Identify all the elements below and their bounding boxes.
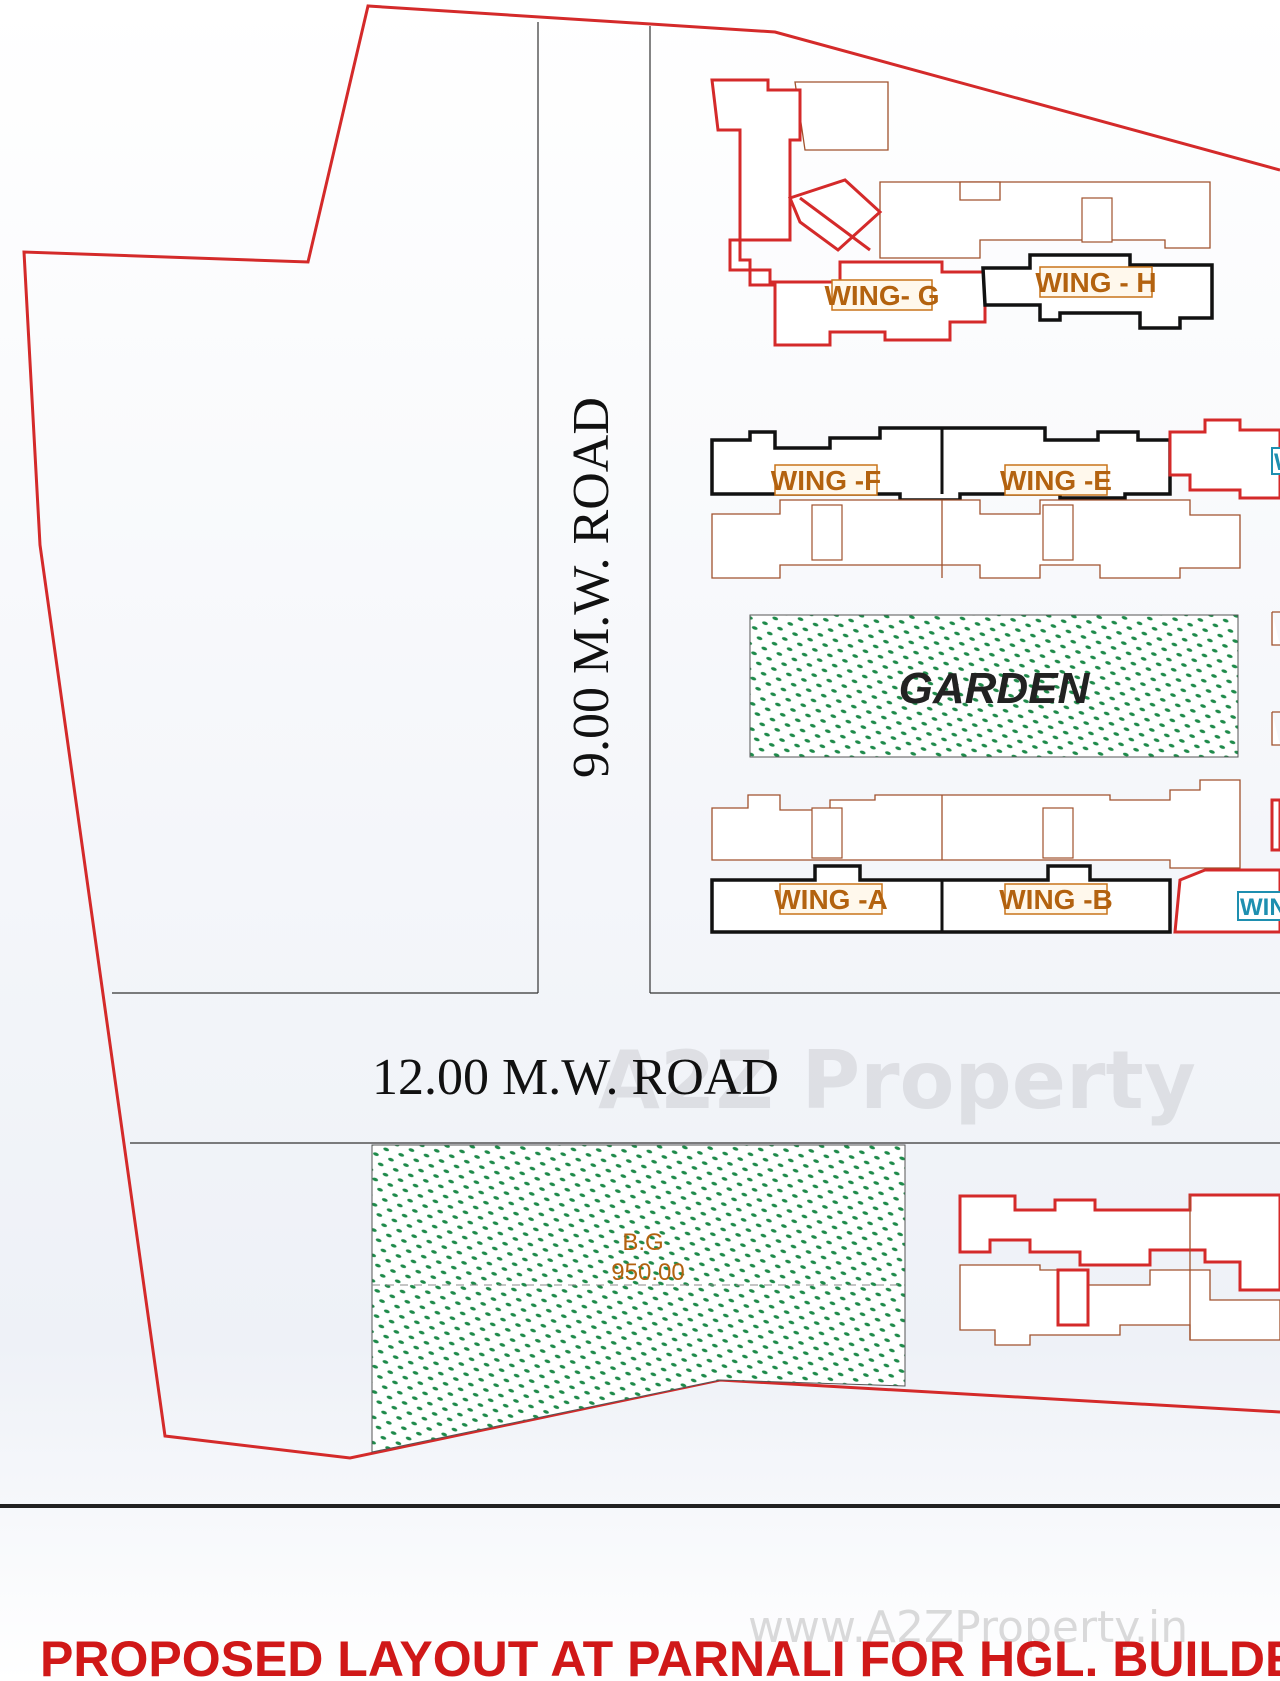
road-edges	[112, 22, 1280, 1144]
road-label-vertical: 9.00 M.W. ROAD	[563, 397, 620, 778]
bg-label: B.G	[622, 1229, 663, 1256]
wing-a-tag	[779, 883, 883, 915]
watermark-logo: A2Z Property	[598, 1034, 1196, 1127]
building-bottom-right	[958, 1193, 1280, 1346]
wing-partial-bottom-tag	[1237, 891, 1280, 921]
site-boundary	[22, 4, 1280, 1460]
bg-green-area	[371, 1144, 906, 1453]
road-label-horizontal: 12.00 M.W. ROAD	[372, 1049, 779, 1106]
staircase-icon	[1081, 197, 1113, 243]
wing-f-tag	[774, 464, 878, 496]
wing-partial-bottom-label: WIN	[1240, 894, 1280, 921]
building-row-ab	[710, 779, 1280, 934]
drawing-title: PROPOSED LAYOUT AT PARNALI FOR HGL. BUIL…	[40, 1631, 1280, 1681]
wing-f-label: WING -F	[771, 465, 881, 496]
bg-area-label: 950.00	[611, 1259, 684, 1286]
staircase-icon	[1042, 504, 1074, 561]
wing-partial-top-tag	[1271, 447, 1280, 475]
staircase-icon	[811, 807, 843, 859]
wing-h-label: WING - H	[1035, 267, 1156, 298]
wing-a-label: WING -A	[774, 884, 888, 915]
staircase-icon-red	[1056, 1268, 1090, 1327]
staircase-icon	[1042, 807, 1074, 859]
wing-g-tag	[831, 279, 933, 311]
garden-label: GARDEN	[899, 664, 1091, 713]
wing-b-label: WING -B	[999, 884, 1113, 915]
staircase-icon-red	[787, 178, 883, 252]
wing-b-tag	[1004, 883, 1108, 915]
staircase-icon	[811, 504, 843, 561]
wing-partial-top-label: W	[1274, 449, 1280, 476]
garden-area	[749, 614, 1239, 758]
watermark-url: www.A2ZProperty.in	[748, 1602, 1188, 1653]
wing-e-tag	[1004, 464, 1108, 496]
wing-e-label: WING -E	[1000, 465, 1112, 496]
wing-g-label: WING- G	[824, 280, 939, 311]
wing-h-tag	[1039, 266, 1153, 298]
partial-structures-right	[1271, 611, 1280, 746]
